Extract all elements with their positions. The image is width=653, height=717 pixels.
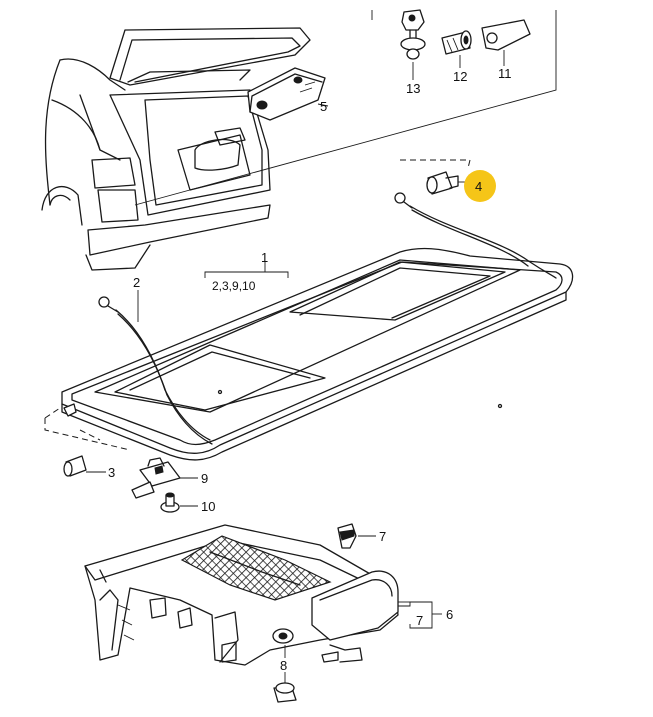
side-trim-panel bbox=[84, 524, 399, 666]
callout-8: 8 bbox=[280, 658, 287, 673]
part-7-clip bbox=[337, 523, 376, 549]
highlight-marker bbox=[464, 170, 496, 202]
callout-4: 4 bbox=[475, 179, 482, 194]
part-13-plug bbox=[400, 9, 426, 80]
callout-1: 1 bbox=[261, 250, 268, 265]
callout-7-clip: 7 bbox=[379, 529, 386, 544]
callout-10: 10 bbox=[201, 499, 215, 514]
callout-11: 11 bbox=[498, 66, 512, 81]
callout-12: 12 bbox=[453, 69, 467, 84]
callout-9: 9 bbox=[201, 471, 208, 486]
callout-13: 13 bbox=[406, 81, 420, 96]
callout-2: 2 bbox=[133, 275, 140, 290]
part-4-bulb-holder bbox=[426, 171, 470, 195]
car-rear-illustration bbox=[41, 27, 311, 271]
part-12-socket bbox=[441, 30, 472, 68]
callout-6: 6 bbox=[446, 607, 453, 622]
part-8-nut bbox=[272, 628, 297, 703]
part-9-bracket bbox=[131, 457, 198, 499]
wire-cable-4 bbox=[394, 192, 557, 279]
callout-1-group: 2,3,9,10 bbox=[212, 279, 256, 293]
callout-7-trim: 7 bbox=[416, 613, 423, 628]
part-11-cover bbox=[481, 19, 531, 66]
wire-cable-2 bbox=[98, 290, 213, 445]
part-5-bracket bbox=[247, 67, 329, 121]
part-3-pin bbox=[63, 455, 106, 477]
part-10-screw bbox=[160, 492, 198, 513]
luggage-shelf bbox=[44, 247, 574, 461]
callout-5: 5 bbox=[320, 99, 327, 114]
callout-lines bbox=[204, 262, 442, 629]
callout-3: 3 bbox=[108, 465, 115, 480]
